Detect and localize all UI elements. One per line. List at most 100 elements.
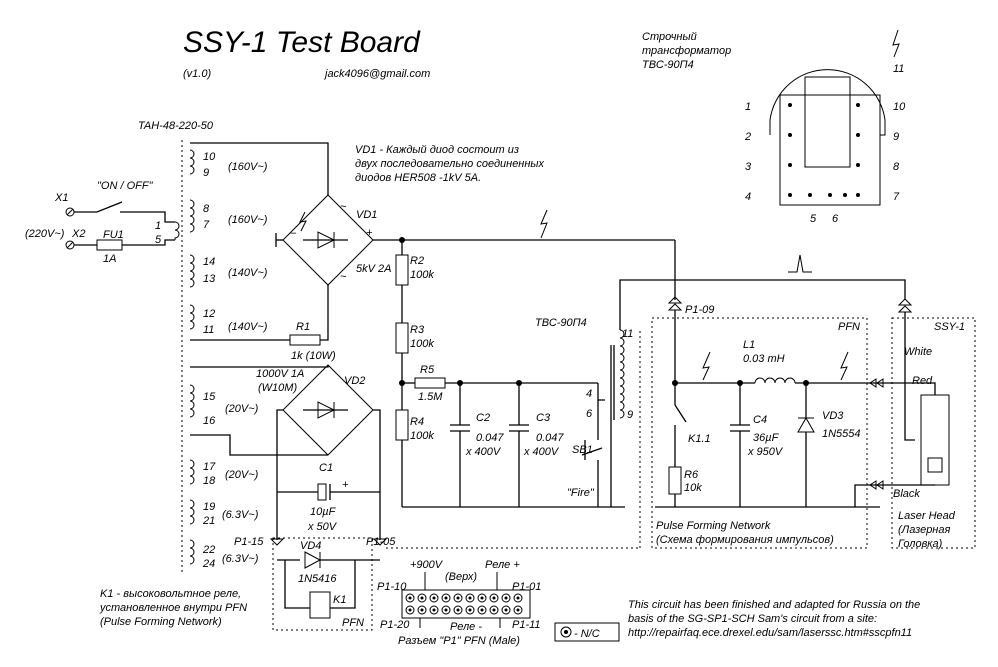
p1-15-label: P1-15 xyxy=(234,536,264,548)
transformer-core xyxy=(181,140,195,575)
pfn-caption-1: Pulse Forming Network xyxy=(656,520,771,532)
connector-caption: Разъем "P1" PFN (Male) xyxy=(398,635,520,647)
vd2-rating-1: 1000V 1A xyxy=(256,368,304,380)
r6-value: 10k xyxy=(684,482,702,494)
r4-label: R4 xyxy=(410,416,424,428)
connector-pin xyxy=(489,605,499,615)
winding-voltage-2: (160V~) xyxy=(228,214,268,226)
vd4-label: VD4 xyxy=(300,540,321,552)
r3-label: R3 xyxy=(410,324,425,336)
p1-09-label: P1-09 xyxy=(685,304,714,316)
vd1-plus: + xyxy=(366,227,373,239)
winding-pin-10: 10 xyxy=(203,151,216,163)
tvs-pin-10: 10 xyxy=(893,101,906,113)
vd3-value: 1N5554 xyxy=(822,428,861,440)
connector-pin-center xyxy=(492,608,496,612)
tvs-symbol-pin-6: 6 xyxy=(586,408,593,420)
pfn-label: PFN xyxy=(838,321,860,333)
tvs-pin-8: 8 xyxy=(893,161,900,173)
line-transformer-label-2: трансформатор xyxy=(642,45,731,57)
tvs-pin-1: 1 xyxy=(745,101,751,113)
r5-value: 1.5M xyxy=(418,391,443,403)
connector-pin xyxy=(429,593,439,603)
vd1-ac-top: ~ xyxy=(340,201,347,213)
tvs-pin-2: 2 xyxy=(744,131,751,143)
connector-pin xyxy=(453,605,463,615)
connector-top-label: (Верх) xyxy=(445,571,477,583)
connector-pin-center xyxy=(516,608,520,612)
connector-pin-center xyxy=(408,596,412,600)
connector-pin xyxy=(417,605,427,615)
x2-label: X2 xyxy=(71,228,85,240)
l1-label: L1 xyxy=(743,339,755,351)
connector-p1-11-label: P1-11 xyxy=(512,619,541,631)
c3-value-1: 0.047 xyxy=(536,432,564,444)
connector-pin xyxy=(513,593,523,603)
c1-value-1: 10µF xyxy=(310,506,337,518)
connector-pin-center xyxy=(456,596,460,600)
r2-value: 100k xyxy=(410,269,434,281)
sb1-fire-label: "Fire" xyxy=(567,487,595,499)
winding-pin-11: 11 xyxy=(203,324,214,336)
pfn-block xyxy=(651,240,884,549)
winding-voltage-8: (6.3V~) xyxy=(222,553,259,565)
vd1-minus: – xyxy=(289,227,297,239)
tvs-symbol-pin-11: 11 xyxy=(622,328,633,340)
k1-note-line-3: (Pulse Forming Network) xyxy=(100,616,222,628)
laser-head xyxy=(880,298,976,549)
k1-coil-label: K1 xyxy=(333,594,346,606)
connector-pin-center xyxy=(468,608,472,612)
p1-05-label: P1-05 xyxy=(366,536,396,548)
winding-pin-8: 8 xyxy=(203,203,210,215)
laser-caption-3: Головка) xyxy=(898,538,943,550)
r1-value: 1k (10W) xyxy=(291,350,336,362)
connector-pin xyxy=(477,605,487,615)
connector-pin-grid xyxy=(405,593,523,615)
connector-pin xyxy=(417,593,427,603)
connector-pin-center xyxy=(504,596,508,600)
connector-pin-center xyxy=(480,596,484,600)
connector-pin xyxy=(465,593,475,603)
connector-pin-center xyxy=(492,596,496,600)
connector-pin-center xyxy=(480,608,484,612)
connector-pin xyxy=(453,593,463,603)
vd1-note-line-3: диодов HER508 -1kV 5A. xyxy=(355,172,481,184)
k1-note-line-2: установленное внутри PFN xyxy=(99,602,247,614)
vd1-ac-bottom: ~ xyxy=(340,271,347,283)
laser-caption-2: (Лазерная xyxy=(898,524,950,536)
connector-p1-20-label: P1-20 xyxy=(380,619,410,631)
tvs-pin-7: 7 xyxy=(893,191,900,203)
fu1-value: 1A xyxy=(103,253,116,265)
c1-plus: + xyxy=(342,479,349,491)
tvs-pin-6: 6 xyxy=(832,213,839,225)
winding-pin-22: 22 xyxy=(202,544,215,556)
credit-line-2: basis of the SG-SP1-SCH Sam's circuit fr… xyxy=(628,613,877,625)
laser-ssy1-label: SSY-1 xyxy=(934,321,965,333)
laser-black-label: Black xyxy=(893,488,920,500)
winding-voltage-1: (160V~) xyxy=(228,161,268,173)
winding-pin-9: 9 xyxy=(203,167,209,179)
connector-pin-center xyxy=(504,608,508,612)
connector-nc-label: - N/C xyxy=(574,628,600,640)
vd1-bridge xyxy=(190,142,402,346)
winding-pin-14: 14 xyxy=(203,256,215,268)
vd4-value: 1N5416 xyxy=(298,573,337,585)
vd1-label: VD1 xyxy=(356,209,377,221)
winding-pin-12: 12 xyxy=(203,308,215,320)
mains-input-wiring xyxy=(65,201,180,251)
r1-label: R1 xyxy=(296,321,310,333)
connector-pin-center xyxy=(468,596,472,600)
connector-relay-plus-label: Реле + xyxy=(485,559,520,571)
x1-label: X1 xyxy=(54,192,68,204)
sb1-label: SB1 xyxy=(572,444,593,456)
winding-pin-13: 13 xyxy=(203,273,216,285)
mains-voltage-label: (220V~) xyxy=(25,228,65,240)
tvs-pin-9: 9 xyxy=(893,131,899,143)
vd2-bridge xyxy=(190,330,641,631)
c1-value-2: x 50V xyxy=(307,521,338,533)
tvs-pin-4: 4 xyxy=(745,191,751,203)
connector-pin xyxy=(489,593,499,603)
connector-pin-center xyxy=(420,596,424,600)
switch-label: "ON / OFF" xyxy=(97,180,154,192)
connector-pin xyxy=(405,593,415,603)
